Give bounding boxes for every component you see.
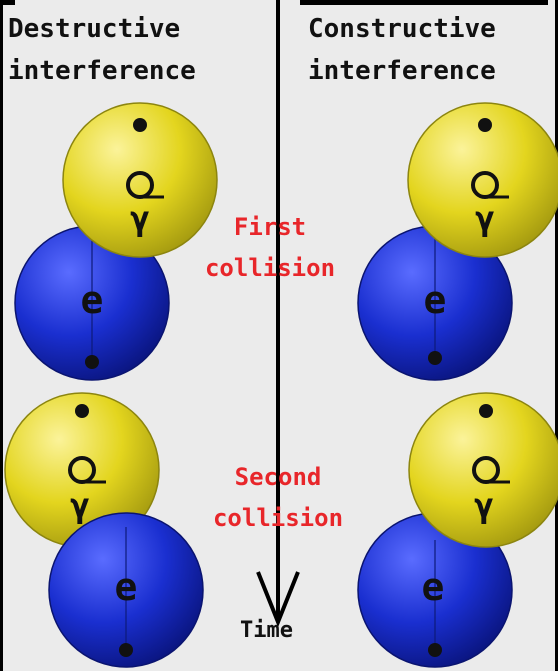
photon-symbol: γ	[474, 486, 494, 526]
frame-left-border	[0, 0, 3, 671]
electron-symbol: e	[81, 278, 104, 322]
photon-marker-dot	[133, 118, 147, 132]
electron-symbol: e	[422, 565, 445, 609]
electron-marker-dot	[428, 351, 442, 365]
photon-symbol: γ	[70, 486, 90, 526]
photon-disc	[407, 102, 558, 258]
photon-marker-dot	[478, 118, 492, 132]
heading-constructive-line2: interference	[308, 56, 496, 86]
right-second-collision: e γ	[357, 392, 558, 668]
photon-disc	[408, 392, 558, 548]
heading-destructive-line1: Destructive	[8, 14, 181, 44]
electron-symbol: e	[115, 565, 138, 609]
caption-first-line2: collision	[204, 254, 336, 282]
photon-marker-dot	[479, 404, 493, 418]
heading-destructive-line2: interference	[8, 56, 196, 86]
photon-symbol: γ	[130, 199, 150, 239]
photon-symbol: γ	[475, 199, 495, 239]
caption-second-line1: Second	[234, 463, 322, 491]
electron-marker-dot	[428, 643, 442, 657]
time-arrowhead	[256, 571, 300, 628]
left-second-collision: γ e	[4, 392, 204, 668]
caption-first-line1: First	[233, 213, 307, 241]
frame-top-strip-left	[0, 0, 15, 5]
photon-disc	[62, 102, 218, 258]
heading-constructive-line1: Constructive	[308, 14, 496, 44]
electron-marker-dot	[119, 643, 133, 657]
electron-symbol: e	[424, 278, 447, 322]
photon-marker-dot	[75, 404, 89, 418]
caption-second-line2: collision	[212, 504, 344, 532]
frame-top-strip-right	[300, 0, 548, 5]
frame-right-border	[555, 0, 558, 671]
right-first-collision: e γ	[357, 102, 558, 381]
time-label: Time	[240, 618, 293, 643]
left-first-collision: e γ	[14, 102, 218, 381]
electron-marker-dot	[85, 355, 99, 369]
